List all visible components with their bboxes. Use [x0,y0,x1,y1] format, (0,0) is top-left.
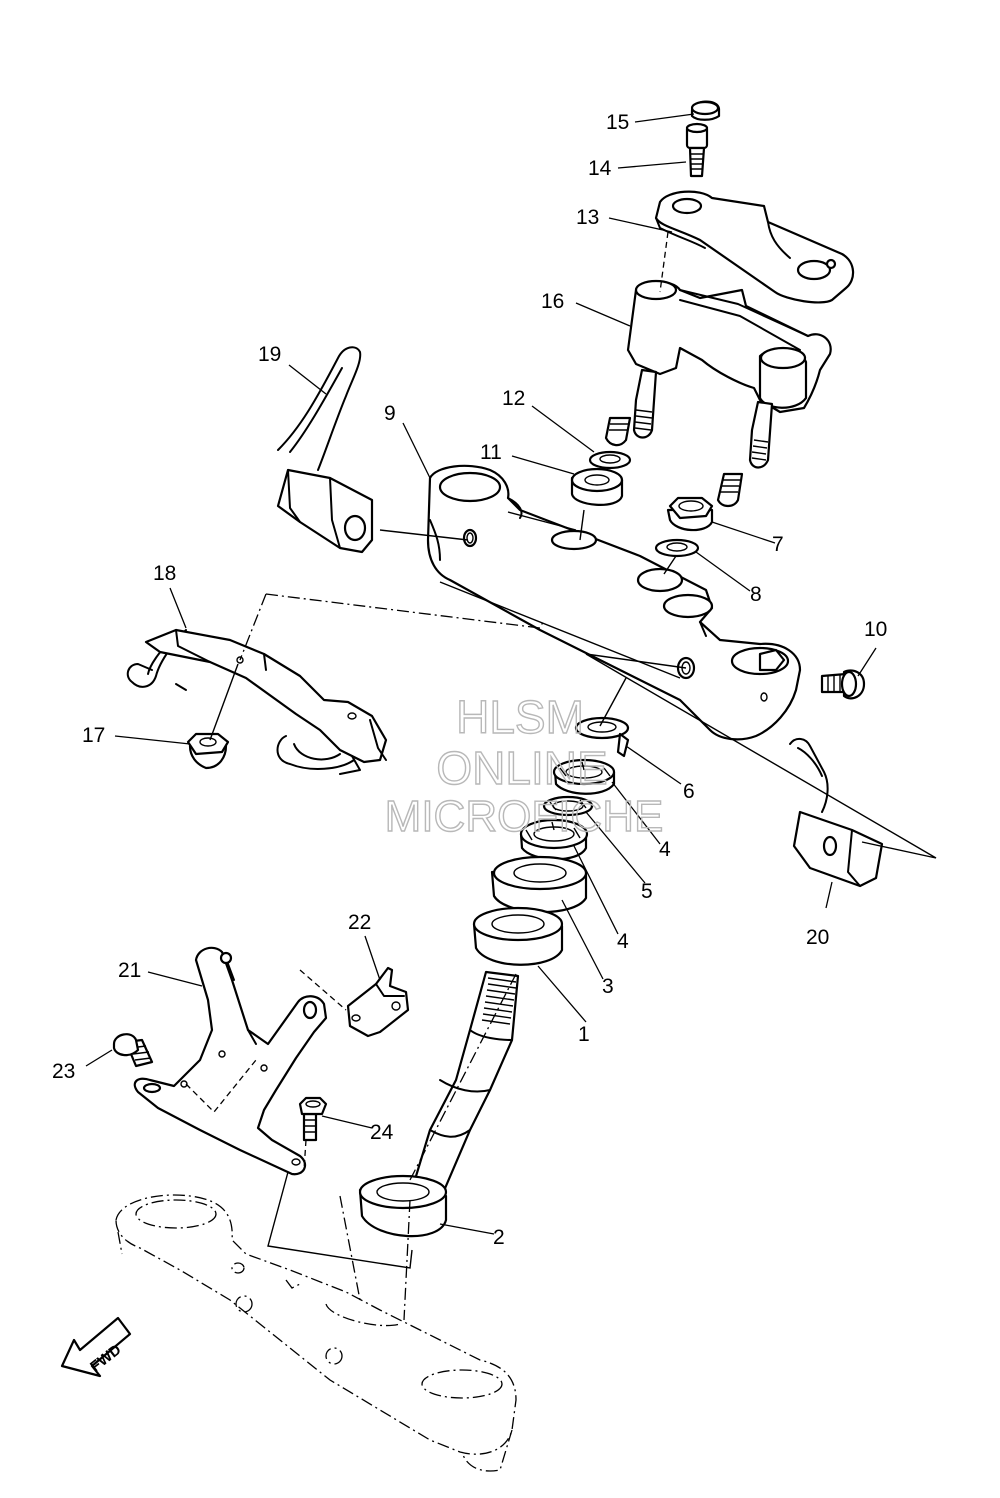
label-part-6: 6 [683,780,695,803]
label-part-4-upper: 4 [659,838,671,861]
label-part-9: 9 [384,402,396,425]
part-14-bolt [685,122,709,178]
part-1-bearing [472,906,564,966]
label-part-4-lower: 4 [617,930,629,953]
part-3-bearing-race [490,855,588,914]
label-part-8: 8 [750,583,762,606]
part-22-bracket [346,966,410,1038]
part-8-washer [654,538,700,558]
label-part-18: 18 [153,562,176,585]
label-part-13: 13 [576,206,599,229]
part-4-ring-nut-lower [519,818,589,861]
part-17-nut [186,732,230,770]
part-20-clamp [789,738,884,888]
watermark-line-3: MICROFICHE [385,792,664,841]
label-part-7: 7 [772,533,784,556]
label-part-24: 24 [370,1121,394,1144]
watermark: HLSM ONLINE MICROFICHE [384,690,664,841]
label-part-20: 20 [806,926,829,949]
label-part-19: 19 [258,343,281,366]
label-part-1: 1 [578,1023,590,1046]
label-part-21: 21 [118,959,141,982]
label-part-22: 22 [348,911,371,934]
part-7-nut [666,496,714,532]
label-part-17: 17 [82,724,105,747]
watermark-line-2: ONLINE [436,742,607,794]
part-19-clamp [276,346,374,554]
part-23-bolt [112,1033,154,1068]
part-6-lock-washer [574,716,630,758]
label-part-23: 23 [52,1060,75,1083]
part-15-cap [690,100,721,121]
label-part-5: 5 [641,880,653,903]
part-10-bolt [820,669,866,700]
fwd-direction-arrow: FWD [60,1316,132,1378]
watermark-line-1: HLSM [456,691,584,743]
label-part-3: 3 [602,975,614,998]
part-11-damper [570,467,624,506]
label-part-10: 10 [864,618,887,641]
part-5-washer [542,795,594,817]
part-9-upper-bracket [426,464,802,741]
label-part-15: 15 [606,111,629,134]
lower-bracket-outline [115,1194,517,1472]
part-21-bracket [133,946,328,1176]
steering-stem [408,970,520,1202]
part-16-lower-holder [604,279,832,508]
label-part-11: 11 [480,441,502,464]
leader-lines [85,113,937,1269]
label-part-12: 12 [502,387,525,410]
part-18-wire-guide [126,628,388,775]
label-part-16: 16 [541,290,564,313]
part-13-upper-holder [654,190,855,304]
label-part-14: 14 [588,157,612,180]
part-number-labels: 1 2 3 4 4 5 6 7 8 9 10 11 12 13 14 15 16… [52,111,887,1249]
part-2-lower-bearing [358,1174,448,1238]
part-24-bolt [298,1096,328,1142]
label-part-2: 2 [493,1226,505,1249]
part-12-washer [588,450,632,470]
